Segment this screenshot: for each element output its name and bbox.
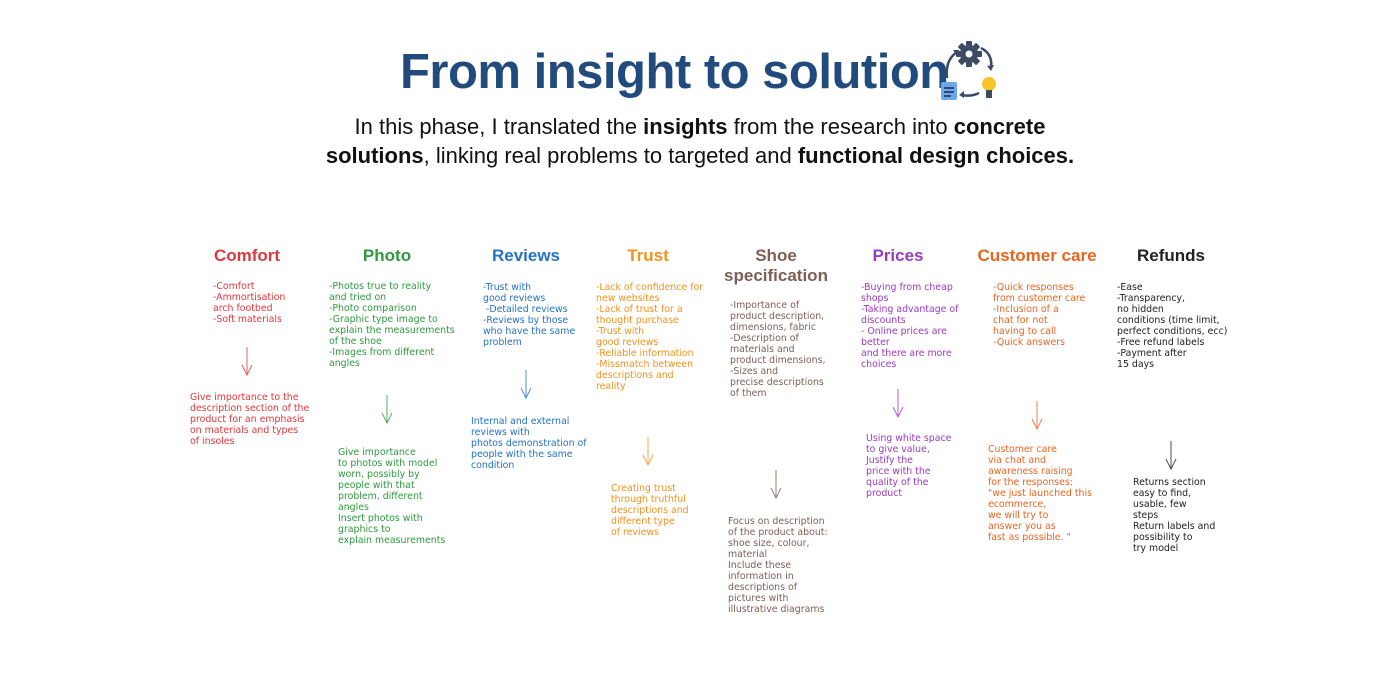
arrow-down-icon: [770, 470, 782, 500]
arrow-down-icon: [642, 437, 654, 467]
arrow-down-icon: [241, 347, 253, 377]
column-title-refunds: Refunds: [1137, 246, 1205, 265]
insights-refunds: -Ease -Transparency, no hidden condition…: [1117, 282, 1228, 370]
solution-shoe-specification: Focus on description of the product abou…: [728, 516, 828, 615]
page-title: From insight to solution: [400, 45, 949, 99]
solution-reviews: Internal and external reviews with photo…: [471, 416, 587, 471]
arrow-down-icon: [1165, 441, 1177, 471]
subtitle: In this phase, I translated the insights…: [300, 112, 1100, 170]
subtitle-bold: concrete solutions: [325, 114, 1046, 168]
column-title-comfort: Comfort: [213, 246, 281, 265]
arrow-down-icon: [1031, 401, 1043, 431]
insights-shoe-specification: -Importance of product description, dime…: [730, 300, 826, 399]
insights-comfort: -Comfort -Ammortisation arch footbed -So…: [213, 281, 286, 325]
insights-trust: -Lack of confidence for new websites -La…: [596, 282, 704, 392]
solution-photo: Give importance to photos with model wor…: [338, 447, 446, 546]
insights-customer-care: -Quick responses from customer care -Inc…: [993, 282, 1086, 348]
process-cycle-icon: [941, 41, 996, 100]
solution-refunds: Returns section easy to find, usable, fe…: [1133, 477, 1216, 554]
subtitle-bold: insights: [643, 114, 728, 139]
solution-customer-care: Customer care via chat and awareness rai…: [988, 444, 1092, 543]
arrow-down-icon: [892, 389, 904, 419]
column-title-reviews: Reviews: [491, 246, 561, 265]
column-title-shoe-specification: Shoe specification: [724, 246, 828, 285]
subtitle-text: from the research into: [727, 114, 954, 139]
arrow-down-icon: [520, 370, 532, 400]
subtitle-text: , linking real problems to targeted and: [423, 143, 798, 168]
subtitle-bold: functional design choices.: [797, 143, 1075, 168]
insights-photo: -Photos true to reality and tried on -Ph…: [329, 281, 455, 369]
column-title-photo: Photo: [362, 246, 412, 265]
column-title-customer-care: Customer care: [977, 246, 1097, 265]
insights-reviews: -Trust with good reviews -Detailed revie…: [483, 282, 576, 348]
subtitle-text: In this phase, I translated the: [354, 114, 644, 139]
column-title-trust: Trust: [627, 246, 669, 265]
insights-prices: -Buying from cheap shops -Taking advanta…: [861, 282, 959, 370]
solution-comfort: Give importance to the description secti…: [190, 392, 310, 447]
column-title-prices: Prices: [872, 246, 924, 265]
solution-trust: Creating trust through truthful descript…: [611, 483, 689, 538]
solution-prices: Using white space to give value, Justify…: [866, 433, 952, 499]
arrow-down-icon: [381, 395, 393, 425]
